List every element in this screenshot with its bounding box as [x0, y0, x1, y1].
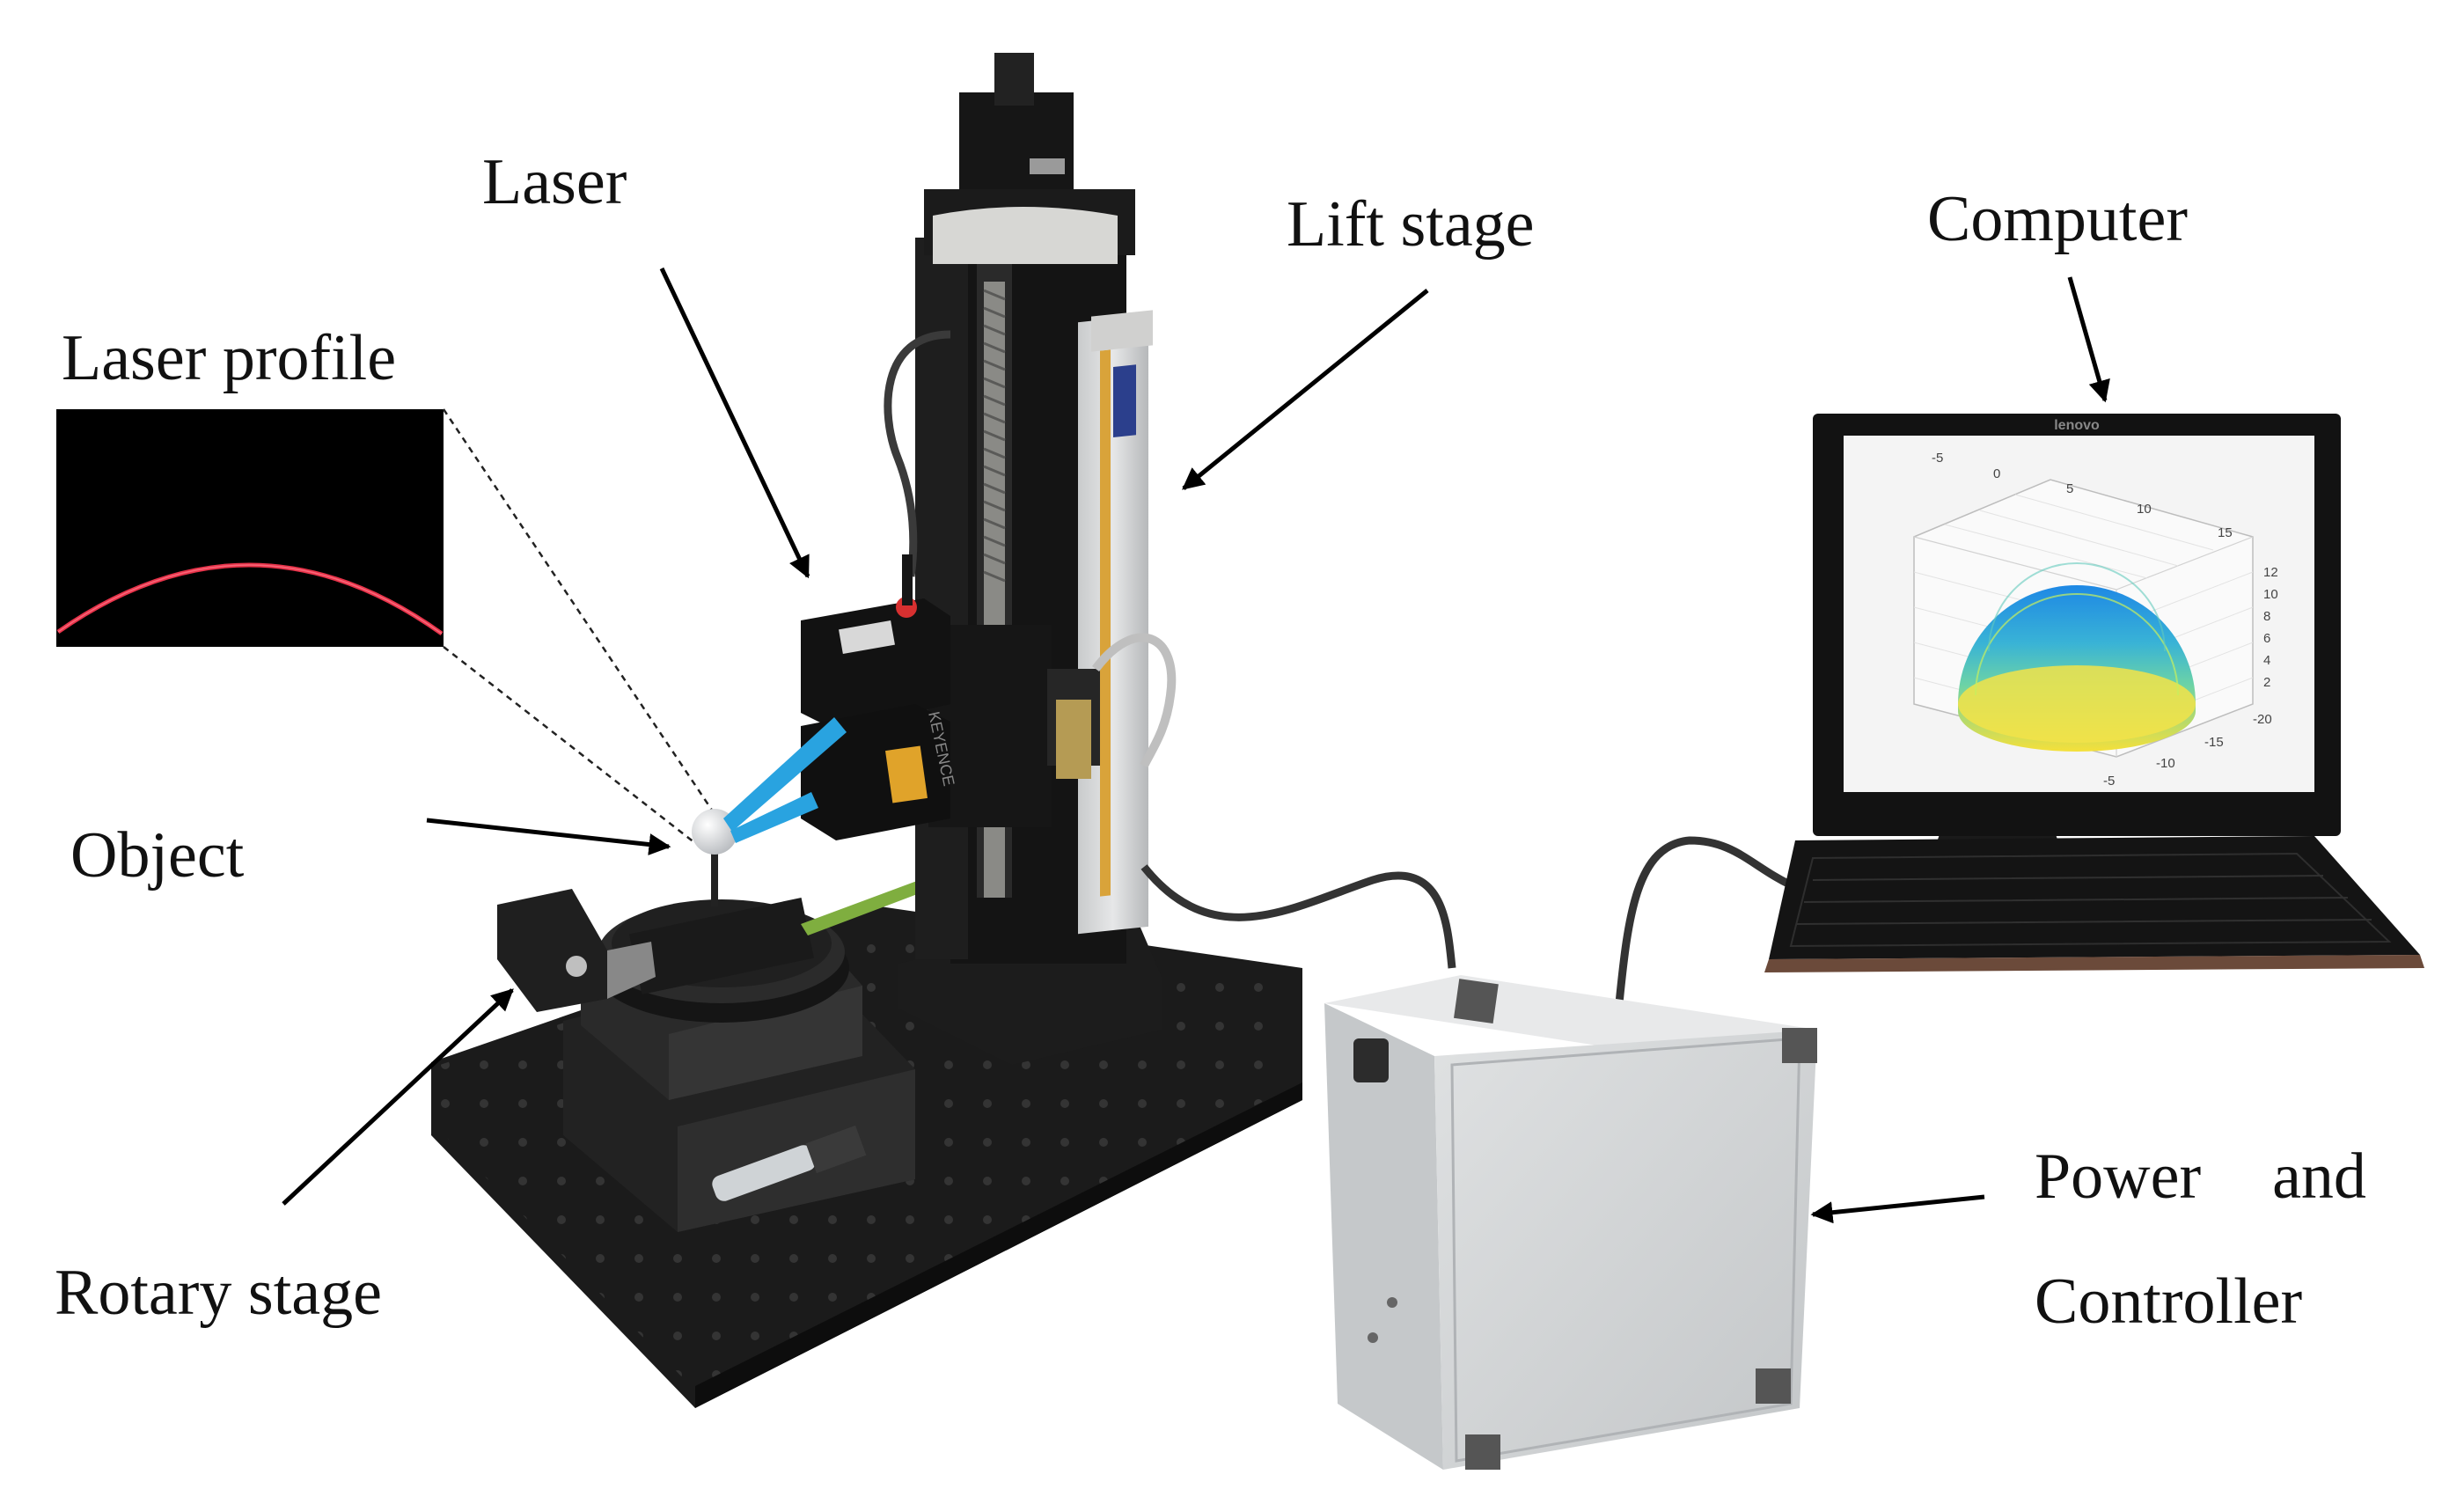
label-rotary-stage: Rotary stage — [55, 1257, 382, 1329]
arrow-object — [426, 818, 671, 855]
arrow-laser — [659, 267, 810, 579]
tick-top-1: 0 — [1993, 466, 2000, 481]
tick-bottom-1: -10 — [2156, 756, 2175, 771]
tick-bottom-2: -15 — [2204, 735, 2224, 750]
tick-top-0: -5 — [1932, 451, 1943, 466]
tick-bottom-3: -20 — [2253, 712, 2272, 727]
tick-bottom-0: -5 — [2103, 774, 2115, 789]
cable-controller-to-computer — [1615, 836, 1849, 1004]
cable-lift-to-controller — [1140, 864, 1456, 969]
pointer-arrows — [282, 267, 2110, 1224]
plot-3d: -5 0 5 10 15 12 10 8 6 4 2 -5 -10 -15 -2… — [1913, 451, 2278, 789]
lift-stage — [884, 53, 1177, 1065]
label-lift-stage: Lift stage — [1287, 188, 1535, 260]
tick-right-4: 4 — [2263, 653, 2270, 668]
computer: lenovo -5 0 5 10 15 12 10 8 6 4 2 -5 -10… — [1764, 414, 2424, 972]
tick-top-2: 5 — [2066, 481, 2073, 496]
controller-box — [1324, 975, 1817, 1470]
tick-right-3: 6 — [2263, 631, 2270, 646]
label-power-and: Power and — [2035, 1141, 2366, 1213]
label-controller: Controller — [2035, 1266, 2303, 1338]
label-laser-profile: Laser profile — [62, 322, 397, 394]
arrow-lift-stage — [1182, 289, 1429, 490]
arrow-rotary-stage — [282, 988, 514, 1206]
tick-right-0: 12 — [2263, 565, 2278, 580]
laser-profile-inset — [56, 409, 444, 647]
arrow-computer — [2067, 276, 2110, 403]
arrow-controller — [1810, 1194, 1985, 1224]
laser-beams — [723, 717, 847, 843]
rotary-stage — [497, 809, 915, 1232]
tick-top-4: 15 — [2218, 525, 2233, 540]
monitor-brand: lenovo — [2054, 418, 2100, 433]
label-computer: Computer — [1927, 183, 2188, 255]
label-object: Object — [70, 819, 245, 891]
tick-right-2: 8 — [2263, 609, 2270, 624]
tick-right-1: 10 — [2263, 587, 2278, 602]
label-laser: Laser — [482, 146, 627, 218]
inset-dashed-lines — [442, 408, 715, 844]
tick-right-5: 2 — [2263, 675, 2270, 690]
tick-top-3: 10 — [2137, 502, 2152, 517]
